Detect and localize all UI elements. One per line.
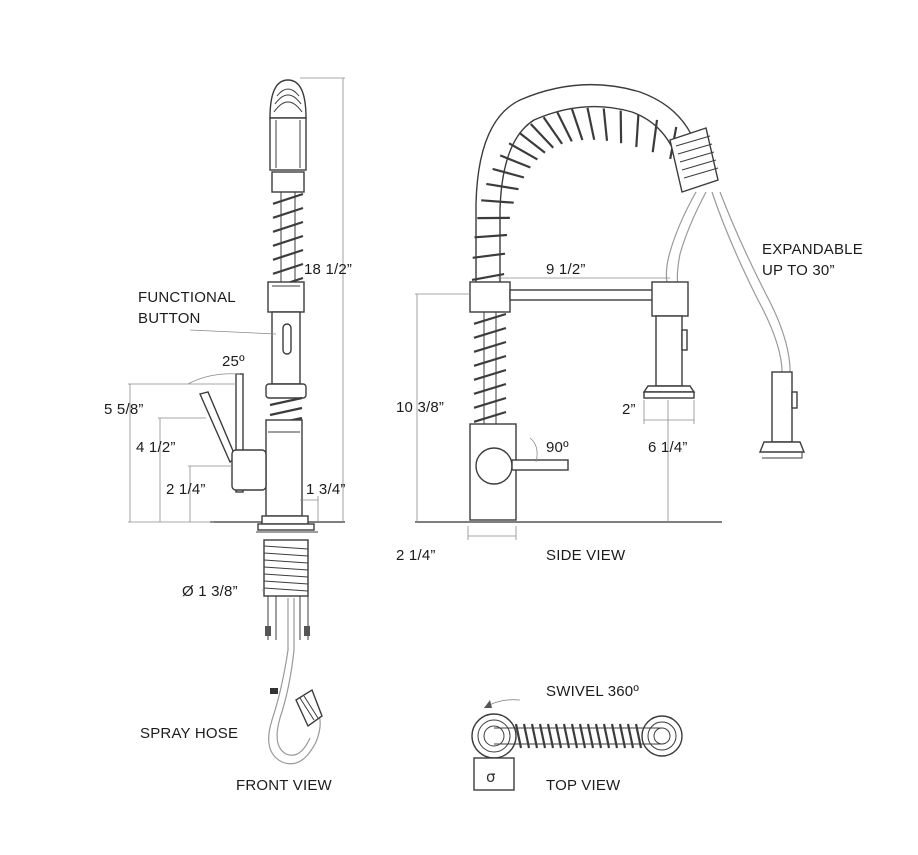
dim-side-base: 2 1/4” bbox=[396, 547, 436, 564]
labels-layer: 18 1/2” FUNCTIONAL BUTTON 25º 5 5/8” 4 1… bbox=[104, 241, 863, 794]
dim-sprayer-height: 6 1/4” bbox=[648, 439, 688, 456]
label-expandable-line1: EXPANDABLE bbox=[762, 241, 863, 258]
thread-line bbox=[263, 552, 309, 557]
dim-reach: 9 1/2” bbox=[546, 261, 586, 278]
view-front: FRONT VIEW bbox=[236, 777, 333, 794]
dim-handle-center: 2 1/4” bbox=[166, 481, 206, 498]
label-functional-button-line1: FUNCTIONAL bbox=[138, 289, 236, 306]
dim-handle-angle: 25º bbox=[222, 353, 245, 370]
side-view-faucet bbox=[415, 83, 806, 523]
label-spray-hose: SPRAY HOSE bbox=[140, 725, 238, 742]
svg-text:σ: σ bbox=[486, 768, 496, 786]
front-view-faucet bbox=[199, 79, 345, 765]
thread-line bbox=[263, 587, 309, 592]
thread-line bbox=[263, 559, 309, 564]
dim-overall-height: 18 1/2” bbox=[304, 261, 352, 278]
dim-handle-height: 4 1/2” bbox=[136, 439, 176, 456]
dim-base-width: 1 3/4” bbox=[306, 481, 346, 498]
dim-hole-diameter: Ø 1 3/8” bbox=[182, 583, 238, 600]
thread-line bbox=[263, 580, 309, 585]
thread-line bbox=[263, 573, 309, 578]
front-view-dimensions bbox=[128, 77, 345, 591]
dim-side-angle: 90º bbox=[546, 439, 569, 456]
dim-handle-top: 5 5/8” bbox=[104, 401, 144, 418]
thread-line bbox=[263, 566, 309, 571]
side-view-dimensions bbox=[415, 277, 695, 540]
dim-spout-height: 10 3/8” bbox=[396, 399, 444, 416]
view-top: TOP VIEW bbox=[546, 777, 621, 794]
label-functional-button-line2: BUTTON bbox=[138, 310, 201, 327]
top-view-faucet: σ bbox=[471, 699, 683, 791]
label-swivel: SWIVEL 360º bbox=[546, 683, 639, 700]
label-expandable-line2: UP TO 30” bbox=[762, 262, 835, 279]
view-side: SIDE VIEW bbox=[546, 547, 626, 564]
dim-sprayer-diameter: 2” bbox=[622, 401, 636, 418]
thread-line bbox=[263, 545, 309, 550]
